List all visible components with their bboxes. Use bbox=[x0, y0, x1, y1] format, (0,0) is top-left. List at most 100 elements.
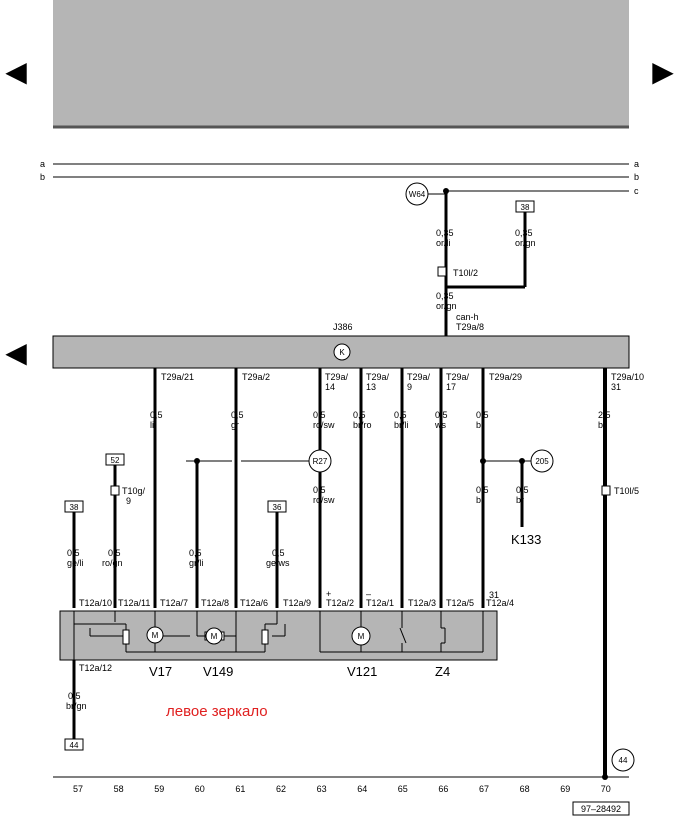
svg-text:ro/sw: ro/sw bbox=[313, 495, 335, 505]
svg-text:br: br bbox=[516, 495, 524, 505]
svg-text:T29a/29: T29a/29 bbox=[489, 372, 522, 382]
v149-label: V149 bbox=[203, 664, 233, 679]
rail-a-right-label: a bbox=[634, 159, 639, 169]
k133-label: K133 bbox=[511, 532, 541, 547]
potentiometer-2-icon bbox=[261, 629, 269, 645]
left-mirror-note: левое зеркало bbox=[166, 703, 268, 720]
svg-text:14: 14 bbox=[325, 382, 335, 392]
svg-text:0,5: 0,5 bbox=[313, 485, 326, 495]
j386-symbol-icon: K bbox=[339, 348, 345, 357]
svg-text:li: li bbox=[150, 420, 154, 430]
w64-label: W64 bbox=[409, 190, 426, 199]
svg-text:gr: gr bbox=[231, 420, 239, 430]
footer-number: 64 bbox=[357, 784, 367, 794]
svg-text:0,5: 0,5 bbox=[516, 485, 529, 495]
svg-text:+: + bbox=[326, 589, 331, 599]
footer-number: 62 bbox=[276, 784, 286, 794]
svg-text:br/li: br/li bbox=[394, 420, 409, 430]
t12a-pin-labels: T12a/10 T12a/11 T12a/7 T12a/8 T12a/6 T12… bbox=[79, 589, 514, 608]
svg-text:0,5: 0,5 bbox=[68, 691, 81, 701]
svg-text:ge/ws: ge/ws bbox=[266, 558, 290, 568]
wire-ge-ws: 36 0,5 ge/ws bbox=[266, 500, 290, 608]
header-area bbox=[53, 0, 629, 126]
ref-box-52: 52 bbox=[111, 456, 120, 465]
svg-text:ro/gn: ro/gn bbox=[102, 558, 123, 568]
footer-number: 67 bbox=[479, 784, 489, 794]
footer-number: 59 bbox=[154, 784, 164, 794]
svg-text:31: 31 bbox=[611, 382, 621, 392]
j386-control-unit: J386 K bbox=[52, 322, 630, 369]
svg-text:T29a/: T29a/ bbox=[366, 372, 390, 382]
diagram-reference: 97–28492 bbox=[572, 801, 630, 816]
svg-text:0,5: 0,5 bbox=[476, 485, 489, 495]
svg-text:T12a/4: T12a/4 bbox=[486, 598, 514, 608]
motor-v149-icon: M bbox=[204, 627, 225, 645]
svg-text:0,5: 0,5 bbox=[394, 410, 407, 420]
svg-text:2,5: 2,5 bbox=[598, 410, 611, 420]
z4-label: Z4 bbox=[435, 664, 450, 679]
svg-text:T12a/7: T12a/7 bbox=[160, 598, 188, 608]
svg-text:9: 9 bbox=[126, 496, 131, 506]
svg-text:0,5: 0,5 bbox=[272, 548, 285, 558]
svg-text:0,5: 0,5 bbox=[353, 410, 366, 420]
k133-branch: 205 0,5 br K133 bbox=[511, 449, 554, 547]
svg-text:M: M bbox=[358, 632, 365, 641]
svg-text:0,5: 0,5 bbox=[108, 548, 121, 558]
ground-205-label: 205 bbox=[535, 457, 549, 466]
wire-t29a29: T29a/29 0,5 br 0,5 br bbox=[476, 368, 522, 608]
t10i5-label: T10l/5 bbox=[614, 486, 639, 496]
wire-t29a9: T29a/ 9 0,5 br/li bbox=[394, 368, 431, 608]
svg-text:T12a/10: T12a/10 bbox=[79, 598, 112, 608]
merged-wire-size: 0,35 bbox=[436, 291, 454, 301]
footer-number: 63 bbox=[317, 784, 327, 794]
mirror-assembly: M M M bbox=[59, 610, 498, 661]
wire-t29a10: T29a/10 31 2,5 br T10l/5 bbox=[598, 368, 644, 780]
svg-text:0,5: 0,5 bbox=[435, 410, 448, 420]
svg-text:T29a/: T29a/ bbox=[446, 372, 470, 382]
can-h-branch: W64 0,35 or/li 38 0,35 or/gn T10l/2 0,35… bbox=[405, 182, 536, 336]
svg-text:T12a/9: T12a/9 bbox=[283, 598, 311, 608]
rail-c-right-label: c bbox=[634, 186, 639, 196]
svg-text:T12a/12: T12a/12 bbox=[79, 663, 112, 673]
can-h-label: can-h bbox=[456, 312, 479, 322]
footer-number: 60 bbox=[195, 784, 205, 794]
prev-page-arrow-icon[interactable]: ◀ bbox=[5, 56, 27, 87]
footer-number: 69 bbox=[560, 784, 570, 794]
ref-box-36: 36 bbox=[273, 503, 282, 512]
svg-text:ge/li: ge/li bbox=[67, 558, 84, 568]
rail-b-left-label: b bbox=[40, 172, 45, 182]
svg-text:T12a/3: T12a/3 bbox=[408, 598, 436, 608]
back-arrow-icon[interactable]: ◀ bbox=[5, 337, 27, 368]
wire-t29a17: T29a/ 17 0,5 ws bbox=[434, 368, 470, 608]
ref-box-44: 44 bbox=[70, 741, 79, 750]
w64-wire-color: or/li bbox=[436, 238, 451, 248]
svg-text:31: 31 bbox=[489, 590, 499, 600]
svg-text:br: br bbox=[476, 495, 484, 505]
wire-t29a21: T29a/21 0,5 li bbox=[150, 368, 194, 608]
w64-wire-size: 0,35 bbox=[436, 228, 454, 238]
svg-text:13: 13 bbox=[366, 382, 376, 392]
wire-gr-li: 0,5 gr/li bbox=[189, 461, 204, 608]
ref-box-38-left: 38 bbox=[70, 503, 79, 512]
j386-label: J386 bbox=[333, 322, 353, 332]
wire-br-gn: T12a/12 0,5 br/gn 44 bbox=[64, 660, 112, 751]
svg-text:T12a/2: T12a/2 bbox=[326, 598, 354, 608]
potentiometer-1-icon bbox=[122, 629, 130, 645]
svg-text:br: br bbox=[476, 420, 484, 430]
svg-text:T12a/8: T12a/8 bbox=[201, 598, 229, 608]
footer-number: 57 bbox=[73, 784, 83, 794]
motor-v17-icon: M bbox=[146, 626, 164, 644]
svg-text:0,5: 0,5 bbox=[67, 548, 80, 558]
svg-text:17: 17 bbox=[446, 382, 456, 392]
svg-text:0,5: 0,5 bbox=[189, 548, 202, 558]
t10g-label: T10g/ bbox=[122, 486, 146, 496]
next-page-arrow-icon[interactable]: ▶ bbox=[652, 56, 674, 87]
b38-wire-color: or/gn bbox=[515, 238, 536, 248]
svg-text:T29a/10: T29a/10 bbox=[611, 372, 644, 382]
svg-text:–: – bbox=[366, 589, 371, 599]
svg-text:br: br bbox=[598, 420, 606, 430]
supply-rails: a b a b c bbox=[40, 159, 639, 196]
svg-text:T29a/2: T29a/2 bbox=[242, 372, 270, 382]
